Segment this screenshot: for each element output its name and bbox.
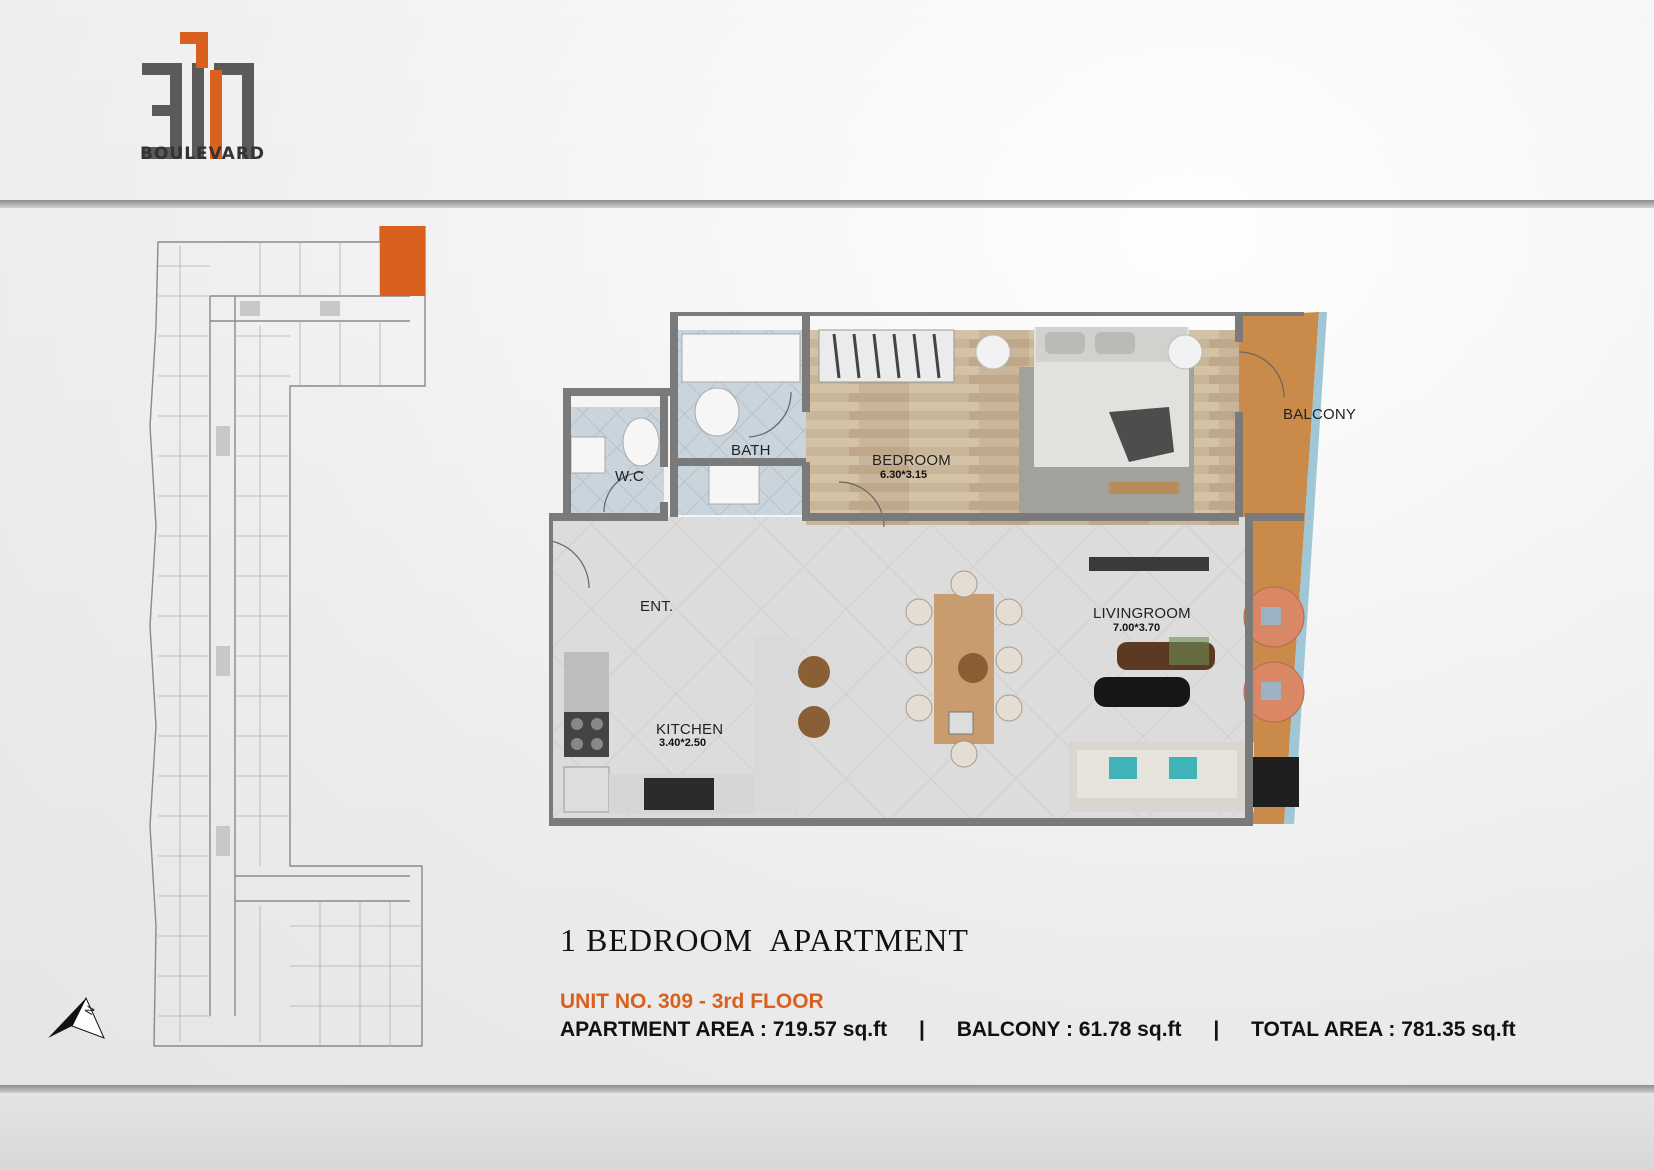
room-dim-kitchen: 3.40*2.50 xyxy=(659,737,707,749)
room-dim-bedroom: 6.30*3.15 xyxy=(880,469,928,481)
balcony-area: BALCONY : 61.78 sq.ft xyxy=(956,1018,1182,1041)
top-divider xyxy=(0,200,1654,208)
room-label-bath: BATH xyxy=(731,442,771,459)
floor-plan xyxy=(549,312,1327,826)
room-dim-livingroom: 7.00*3.70 xyxy=(1113,622,1161,634)
room-label-balcony: BALCONY xyxy=(1283,406,1357,423)
room-label-kitchen: KITCHEN xyxy=(656,721,724,738)
brand-wordmark: BOULEVARD xyxy=(140,144,266,164)
room-label-bedroom: BEDROOM xyxy=(872,452,951,469)
north-arrow-icon xyxy=(48,996,105,1039)
brand-logo xyxy=(142,32,254,159)
key-plan xyxy=(149,226,426,1047)
separator: | xyxy=(1213,1018,1220,1041)
room-label-wc: W.C xyxy=(615,468,644,485)
unit-number: UNIT NO. 309 - 3rd FLOOR xyxy=(560,990,824,1013)
total-area: TOTAL AREA : 781.35 sq.ft xyxy=(1251,1018,1516,1041)
separator: | xyxy=(918,1018,925,1041)
room-label-livingroom: LIVINGROOM xyxy=(1093,605,1191,622)
apartment-area: APARTMENT AREA : 719.57 sq.ft xyxy=(560,1018,888,1041)
area-summary: APARTMENT AREA : 719.57 sq.ft | BALCONY … xyxy=(560,1018,1560,1042)
apartment-title: 1 BEDROOM APARTMENT xyxy=(560,922,969,958)
bottom-strip xyxy=(0,1093,1654,1170)
bottom-divider xyxy=(0,1085,1654,1093)
room-label-entrance: ENT. xyxy=(640,598,674,615)
